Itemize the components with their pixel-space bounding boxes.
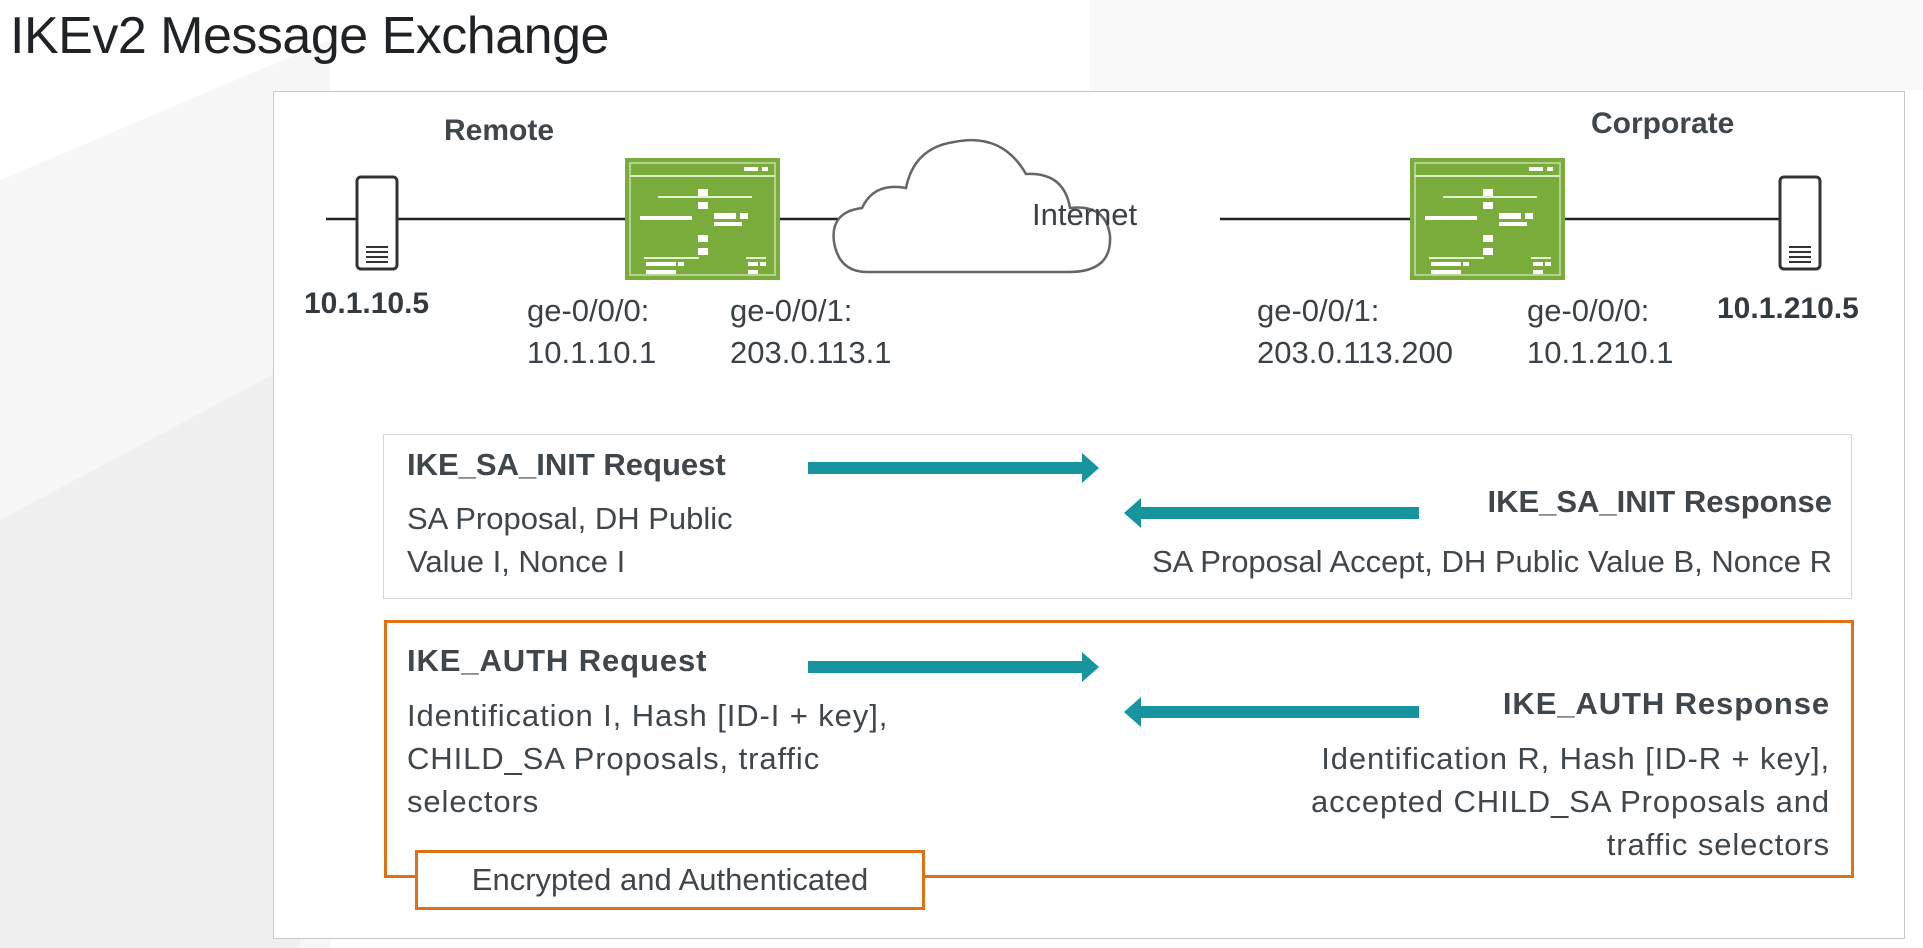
auth-response-arrow [1124,697,1419,727]
network-topology [326,138,1822,727]
remote-inside-interface: ge-0/0/0: 10.1.10.1 [527,293,657,370]
sa-init-request-title: IKE_SA_INIT Request [407,447,726,482]
remote-router-icon [625,158,780,280]
sa-init-response-arrow [1124,498,1419,528]
remote-host-ip: 10.1.10.5 [304,287,430,320]
site-label-remote: Remote [444,114,555,147]
auth-request-body: Identification I, Hash [ID-I + key], CHI… [407,698,889,819]
internet-label: Internet [1032,197,1138,232]
sa-init-request-arrow [808,453,1099,483]
corporate-host-ip: 10.1.210.5 [1717,292,1859,325]
auth-response-body: Identification R, Hash [ID-R + key], acc… [1310,741,1830,862]
auth-request-arrow [808,652,1099,682]
remote-server-icon [355,175,399,271]
slide-title: IKEv2 Message Exchange [10,7,609,65]
sa-init-request-body: SA Proposal, DH Public Value I, Nonce I [407,501,733,579]
encrypted-authenticated-badge: Encrypted and Authenticated [415,850,925,910]
remote-outside-interface: ge-0/0/1: 203.0.113.1 [730,293,892,370]
sa-init-response-body: SA Proposal Accept, DH Public Value B, N… [1151,544,1832,579]
sa-init-response-title: IKE_SA_INIT Response [1487,484,1832,519]
ike-auth-exchange: IKE_AUTH Request Identification I, Hash … [384,620,1854,878]
auth-response-title: IKE_AUTH Response [1502,686,1830,721]
diagram-frame: Remote Corporate Internet 10.1.10.5 10.1… [273,91,1905,939]
corporate-inside-interface: ge-0/0/0: 10.1.210.1 [1527,293,1674,370]
corporate-outside-interface: ge-0/0/1: 203.0.113.200 [1257,293,1453,370]
auth-request-title: IKE_AUTH Request [407,643,708,678]
site-label-corporate: Corporate [1591,107,1735,140]
ike-sa-init-exchange: IKE_SA_INIT Request SA Proposal, DH Publ… [383,434,1852,599]
corporate-server-icon [1778,175,1822,271]
internet-cloud-icon [832,138,1112,274]
corporate-router-icon [1410,158,1565,280]
